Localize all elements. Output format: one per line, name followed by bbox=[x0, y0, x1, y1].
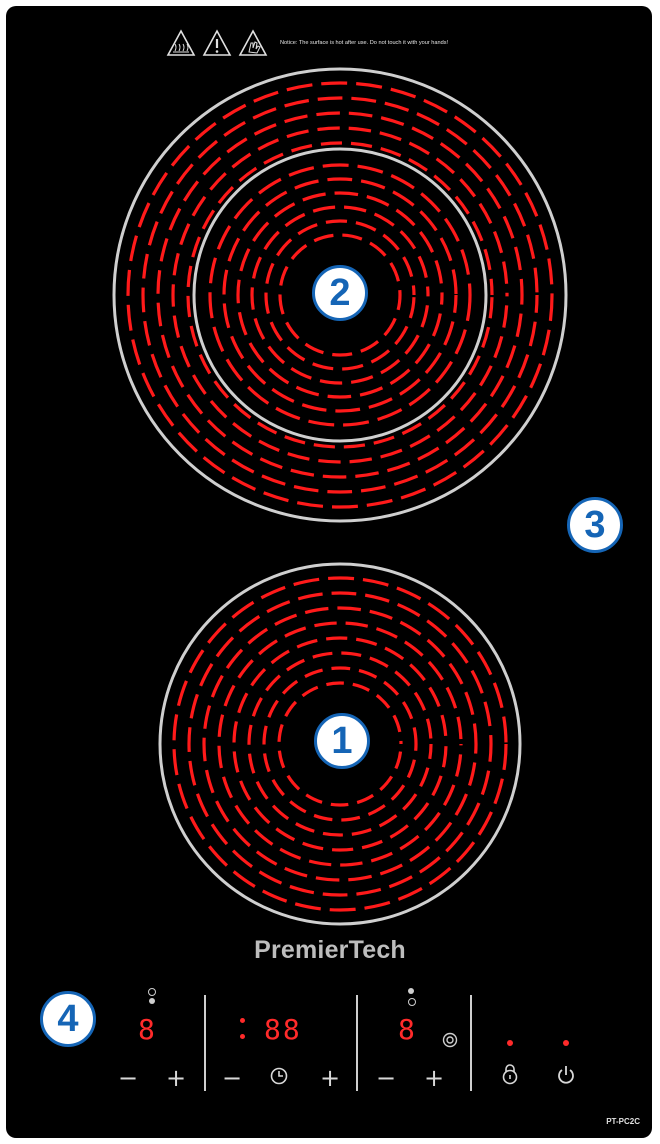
timer-minus-button[interactable]: − bbox=[222, 1064, 243, 1092]
controls-number: 4 bbox=[57, 998, 79, 1040]
lock-indicator bbox=[507, 1040, 513, 1046]
timer-colon-bottom bbox=[240, 1034, 245, 1039]
divider bbox=[356, 995, 358, 1091]
lock-icon[interactable] bbox=[500, 1064, 520, 1086]
outer-zone-ring bbox=[112, 67, 568, 523]
timer-colon-top bbox=[240, 1018, 245, 1023]
left-plus-button[interactable]: + bbox=[166, 1064, 187, 1092]
hot-surface-icon bbox=[166, 29, 196, 56]
heating-coil bbox=[217, 621, 463, 867]
heating-coil bbox=[250, 205, 430, 385]
heating-coil bbox=[232, 636, 448, 852]
heating-coil bbox=[208, 163, 472, 427]
small-zone-ring bbox=[158, 562, 522, 926]
power-indicator bbox=[563, 1040, 569, 1046]
zone-indicator bbox=[149, 998, 155, 1004]
heating-coil bbox=[126, 81, 554, 509]
zone-1-badge: 1 bbox=[314, 713, 370, 769]
heating-coil bbox=[172, 576, 508, 912]
warning-notice: Notice: The surface is hot after use. Do… bbox=[280, 40, 449, 46]
left-zone-display: 8 bbox=[138, 1013, 157, 1046]
left-minus-button[interactable]: − bbox=[118, 1064, 139, 1092]
zone-1-number: 1 bbox=[331, 720, 353, 762]
heating-coil bbox=[277, 681, 403, 807]
timer-plus-button[interactable]: + bbox=[320, 1064, 341, 1092]
timer-display: 88 bbox=[264, 1013, 302, 1046]
heating-coil bbox=[278, 233, 402, 357]
control-panel-badge: 4 bbox=[40, 991, 96, 1047]
right-zone-display: 8 bbox=[398, 1013, 417, 1046]
clock-icon[interactable] bbox=[269, 1066, 289, 1086]
heating-coil bbox=[202, 606, 478, 882]
heating-coil bbox=[186, 141, 494, 449]
heating-coil bbox=[141, 96, 539, 494]
zone-2-number: 2 bbox=[329, 272, 351, 314]
hob-glass-panel bbox=[6, 6, 652, 1138]
heating-coil bbox=[236, 191, 444, 399]
right-minus-button[interactable]: − bbox=[376, 1064, 397, 1092]
zone-2-badge: 2 bbox=[312, 265, 368, 321]
right-plus-button[interactable]: + bbox=[424, 1064, 445, 1092]
panel-number: 3 bbox=[584, 504, 606, 546]
dual-zone-icon[interactable] bbox=[442, 1032, 458, 1048]
caution-icon bbox=[202, 29, 232, 56]
heating-coil bbox=[156, 111, 524, 479]
zone-indicator-outline bbox=[408, 998, 416, 1006]
glass-panel-badge: 3 bbox=[567, 497, 623, 553]
power-icon[interactable] bbox=[556, 1064, 576, 1086]
divider bbox=[204, 995, 206, 1091]
heating-coil bbox=[171, 126, 509, 464]
heating-coil bbox=[247, 651, 433, 837]
warning-strip: Notice: The surface is hot after use. Do… bbox=[166, 26, 448, 60]
large-cooking-zone bbox=[112, 67, 568, 523]
divider bbox=[470, 995, 472, 1091]
heating-coil bbox=[262, 666, 418, 822]
inner-zone-ring bbox=[192, 147, 488, 443]
hand-burn-icon bbox=[238, 29, 268, 56]
small-cooking-zone bbox=[158, 562, 522, 926]
brand-logo: PremierTech bbox=[254, 936, 406, 964]
zone-indicator-outline bbox=[148, 988, 156, 996]
heating-coil bbox=[222, 177, 458, 413]
zone-indicator bbox=[408, 988, 414, 994]
model-label: PT-PC2C bbox=[606, 1117, 640, 1126]
heating-coil bbox=[264, 219, 416, 371]
heating-coil bbox=[187, 591, 493, 897]
